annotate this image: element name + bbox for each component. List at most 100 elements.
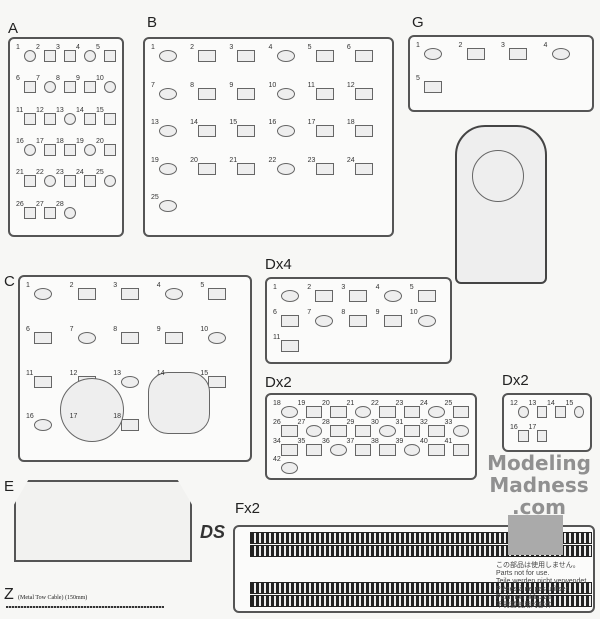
part-number: 3	[501, 42, 505, 49]
sprue-part	[104, 144, 116, 156]
part-number: 9	[156, 325, 161, 333]
part-number: 22	[371, 400, 379, 407]
sprue-part	[281, 340, 299, 352]
sprue-part	[536, 406, 547, 418]
part-number: 7	[36, 75, 40, 83]
sprue-part	[104, 175, 116, 188]
part-number: 29	[346, 418, 355, 426]
part-number: 11	[16, 106, 24, 114]
sprue-part	[164, 331, 183, 344]
sprue-part	[276, 87, 295, 100]
sprue-part	[64, 81, 76, 94]
sprue-part	[281, 406, 298, 418]
sprue-part	[104, 50, 116, 62]
sprue-part	[403, 424, 420, 437]
part-number: 3	[56, 44, 60, 51]
sprue-part	[383, 290, 402, 302]
sprue-part	[428, 424, 445, 437]
sprue-part	[573, 406, 584, 418]
sprue-part	[34, 419, 52, 432]
track-link	[250, 545, 592, 557]
sprue-part	[121, 288, 140, 300]
sprue-part	[536, 429, 547, 442]
sprue-part	[452, 424, 469, 437]
sprue-part	[315, 87, 334, 100]
part-number: 6	[16, 75, 20, 83]
part-number: 9	[229, 81, 234, 89]
sprue-part	[349, 315, 368, 327]
sprue-part	[198, 50, 217, 62]
sprue-part	[354, 50, 373, 62]
sprue-part	[379, 424, 396, 437]
part-number: 4	[156, 282, 161, 289]
sprue-part	[330, 406, 347, 418]
sprue-part	[428, 443, 445, 456]
note-ja: この部品は使用しません。	[496, 562, 580, 569]
sprue-part	[159, 50, 177, 62]
sprue-part	[44, 81, 56, 94]
sprue-part	[44, 112, 56, 125]
part-number: 23	[395, 400, 404, 407]
sprue-part	[104, 112, 116, 125]
part-number: 18	[113, 413, 121, 421]
sprue-label-dx2-small: Dx2	[502, 372, 529, 389]
part-number: 33	[444, 418, 453, 426]
part-number: 12	[510, 400, 518, 407]
part-number: 26	[273, 418, 281, 426]
part-number: 18	[346, 119, 355, 127]
sprue-part	[64, 144, 76, 156]
part-number: 13	[151, 119, 159, 127]
part-number: 13	[113, 369, 121, 377]
part-number: 1	[16, 44, 20, 51]
part-number: 37	[346, 437, 355, 445]
sprue-part	[315, 125, 334, 138]
ds-logo: DS	[200, 522, 226, 542]
part-number: 31	[395, 418, 404, 426]
sprue-label-fx2: Fx2	[235, 500, 261, 517]
sprue-label-c: C	[4, 273, 15, 290]
part-number: 32	[420, 418, 428, 426]
sprue-part	[305, 424, 322, 437]
sprue-part	[383, 315, 402, 327]
part-number: 10	[409, 309, 418, 316]
note-it: Parti non utilizzati.	[496, 594, 553, 601]
sprue-part	[24, 144, 36, 156]
track-link	[250, 582, 592, 594]
track-link	[250, 595, 592, 607]
sprue-part	[518, 429, 529, 442]
sprue-part	[198, 162, 217, 175]
sprue-part	[208, 288, 227, 300]
sprue-part	[281, 443, 298, 456]
sprue-part	[84, 175, 96, 188]
part-number: 18	[56, 138, 64, 145]
part-number: 14	[76, 106, 84, 114]
sprue-part	[159, 200, 177, 213]
gray-patch	[508, 515, 563, 555]
part-number: 17	[528, 423, 537, 431]
sprue-part	[208, 331, 227, 344]
part-number: 21	[346, 400, 355, 407]
part-number: 5	[416, 74, 420, 82]
part-number: 17	[36, 138, 44, 145]
sprue-part	[354, 424, 371, 437]
sprue-label-e: E	[4, 478, 15, 495]
part-number: 42	[273, 456, 281, 464]
part-number: 11	[26, 369, 34, 377]
part-number: 12	[346, 81, 355, 89]
part-number: 2	[190, 44, 195, 51]
part-number: 6	[273, 309, 277, 316]
tow-cable	[6, 606, 164, 608]
part-number: 8	[190, 81, 195, 89]
sprue-part	[84, 50, 96, 62]
part-number: 35	[297, 437, 306, 445]
sprue-part	[281, 315, 299, 327]
sprue-part	[518, 406, 529, 418]
sprue-part	[24, 50, 36, 62]
part-number: 4	[76, 44, 80, 51]
sprue-part	[198, 87, 217, 100]
sprue-part	[555, 406, 566, 418]
